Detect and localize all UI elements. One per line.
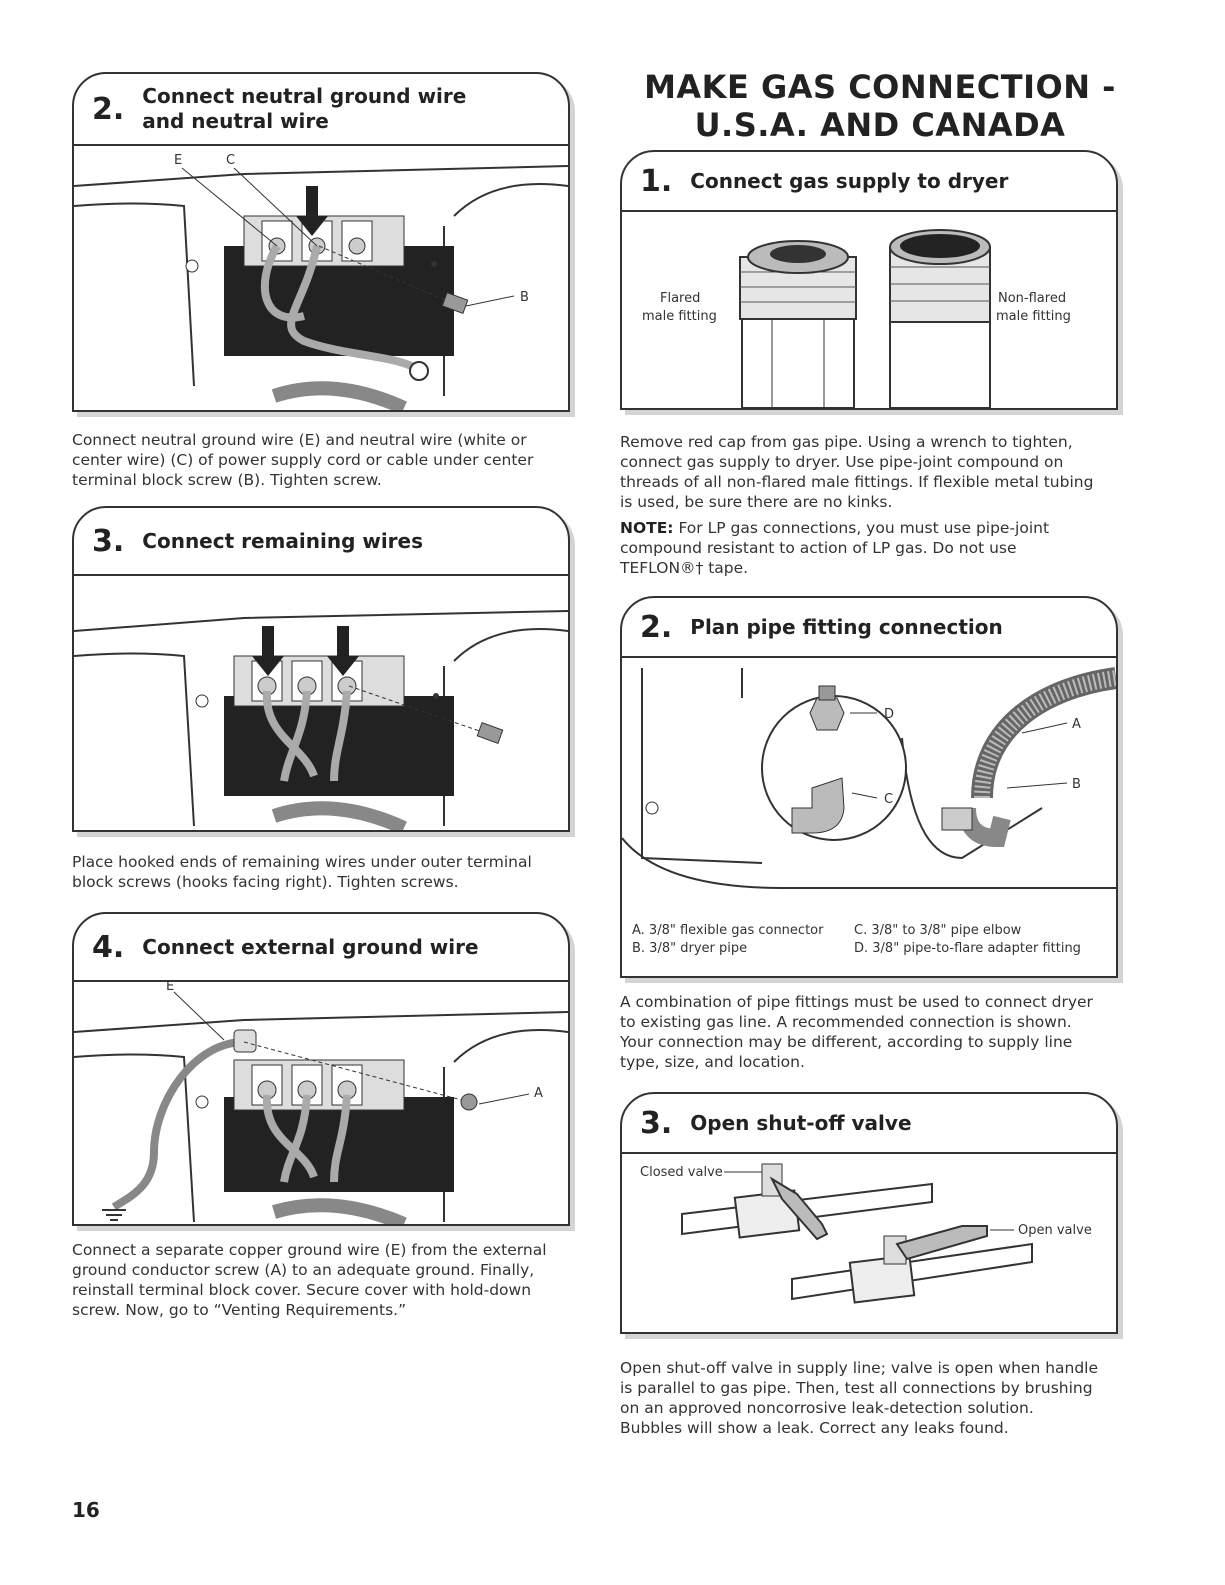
step-number: 2. xyxy=(640,609,673,645)
label-e: E xyxy=(166,982,174,994)
step-title: Connect remaining wires xyxy=(142,528,424,553)
step-number: 3. xyxy=(92,523,125,559)
panel-header: 3. Connect remaining wires xyxy=(74,508,568,576)
step-number: 3. xyxy=(640,1105,673,1141)
gas-step2-instructions: A combination of pipe fittings must be u… xyxy=(620,993,1093,1071)
gas-step1-instructions: Remove red cap from gas pipe. Using a wr… xyxy=(620,433,1094,511)
step3-instructions: Place hooked ends of remaining wires und… xyxy=(72,853,532,891)
step-title: Connect external ground wire xyxy=(142,934,479,959)
gas-step1-panel: 1. Connect gas supply to dryer Flared ma… xyxy=(620,150,1118,410)
step-number: 4. xyxy=(92,929,125,965)
step2-instructions: Connect neutral ground wire (E) and neut… xyxy=(72,431,534,489)
legend-b: B. 3/8" dryer pipe xyxy=(632,941,748,956)
step-title: Connect gas supply to dryer xyxy=(690,168,1009,193)
label-flared: Flared xyxy=(660,291,700,306)
label-nonflared-2: male fitting xyxy=(996,309,1071,324)
step-number: 1. xyxy=(640,163,673,199)
label-c: C xyxy=(884,792,893,807)
terminal-block-illustration: E A xyxy=(74,982,568,1224)
panel-header: 2. Connect neutral ground wire and neutr… xyxy=(74,74,568,146)
note-label: NOTE: xyxy=(620,519,674,537)
step3-wiring-panel: 3. Connect remaining wires xyxy=(72,506,570,832)
page-number: 16 xyxy=(72,1498,100,1522)
valve-illustration: Closed valve Open valve xyxy=(622,1154,1116,1332)
gas-step2-panel: 2. Plan pipe fitting connection D C A B xyxy=(620,596,1118,978)
terminal-block-illustration: E C B xyxy=(74,146,568,410)
label-closed: Closed valve xyxy=(640,1165,723,1180)
label-e: E xyxy=(174,153,182,168)
legend-a: A. 3/8" flexible gas connector xyxy=(632,923,824,938)
panel-header: 1. Connect gas supply to dryer xyxy=(622,152,1116,212)
pipe-fitting-illustration: D C A B xyxy=(622,658,1116,896)
panel-header: 4. Connect external ground wire xyxy=(74,914,568,982)
step4-instructions: Connect a separate copper ground wire (E… xyxy=(72,1241,547,1319)
panel-header: 3. Open shut-off valve xyxy=(622,1094,1116,1154)
label-flared-2: male fitting xyxy=(642,309,717,324)
label-a: A xyxy=(1072,717,1081,732)
terminal-block-illustration xyxy=(74,576,568,830)
gas-step3-panel: 3. Open shut-off valve Closed valve Open… xyxy=(620,1092,1118,1334)
step2-wiring-panel: 2. Connect neutral ground wire and neutr… xyxy=(72,72,570,412)
step-title: Open shut-off valve xyxy=(690,1110,912,1135)
legend-c: C. 3/8" to 3/8" pipe elbow xyxy=(854,923,1022,938)
step4-wiring-panel: 4. Connect external ground wire xyxy=(72,912,570,1226)
step-number: 2. xyxy=(92,91,125,127)
label-open: Open valve xyxy=(1018,1223,1092,1238)
gas-step1-note: NOTE: For LP gas connections, you must u… xyxy=(620,519,1050,577)
gas-step3-instructions: Open shut-off valve in supply line; valv… xyxy=(620,1359,1099,1437)
legend-d: D. 3/8" pipe-to-flare adapter fitting xyxy=(854,941,1081,956)
label-a: A xyxy=(534,1086,543,1101)
label-b: B xyxy=(520,290,529,305)
fitting-legend: A. 3/8" flexible gas connector C. 3/8" t… xyxy=(632,922,1112,958)
step-title: Plan pipe fitting connection xyxy=(690,614,1003,639)
fittings-illustration: Flared male fitting Non-flared male fitt… xyxy=(622,212,1116,408)
step-title: Connect neutral ground wire and neutral … xyxy=(142,84,467,133)
page-heading: MAKE GAS CONNECTION - U.S.A. AND CANADA xyxy=(644,68,1116,144)
panel-header: 2. Plan pipe fitting connection xyxy=(622,598,1116,658)
label-b: B xyxy=(1072,777,1081,792)
label-nonflared: Non-flared xyxy=(998,291,1066,306)
label-c: C xyxy=(226,153,235,168)
label-d: D xyxy=(884,707,894,722)
